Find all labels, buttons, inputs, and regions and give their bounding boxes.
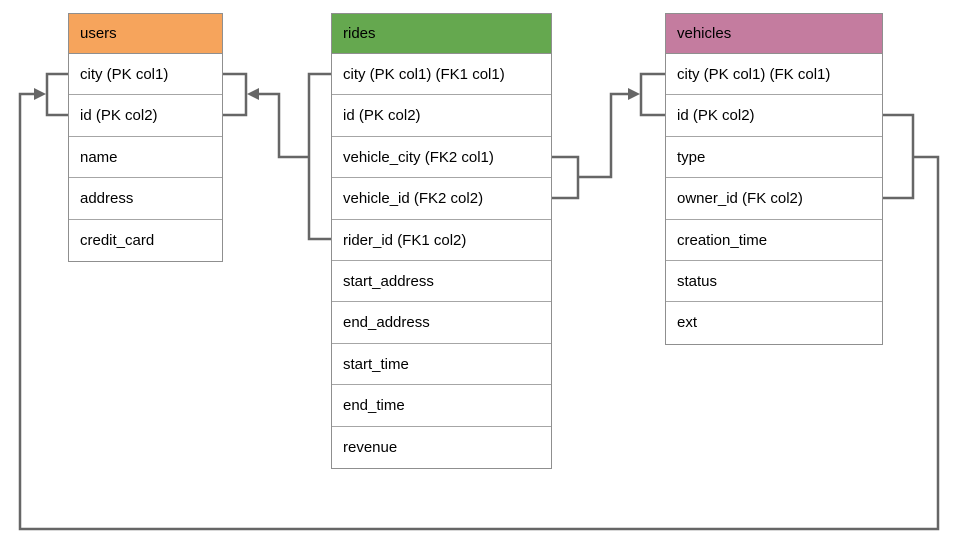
table-row: status — [666, 261, 882, 303]
table-row: name — [69, 137, 222, 179]
arrowhead-into-users-icon — [247, 88, 259, 100]
connector-vehicles-left-bracket — [639, 72, 665, 117]
table-row: end_time — [332, 385, 551, 427]
table-header-vehicles: vehicles — [666, 14, 882, 54]
connector-rides-to-users-lead — [259, 92, 309, 159]
table-row: id (PK col2) — [666, 95, 882, 137]
connector-users-right-bracket — [223, 72, 248, 117]
connector-rides-right-bracket — [552, 155, 580, 200]
connector-rides-to-vehicles-lead — [578, 92, 628, 179]
table-row: end_address — [332, 302, 551, 344]
table-row: revenue — [343, 438, 398, 456]
connector-users-left-bracket — [45, 72, 68, 117]
table-row: vehicle_city (FK2 col1) — [332, 137, 551, 179]
arrowhead-into-users-left-icon — [34, 88, 46, 100]
table-row: start_address — [332, 261, 551, 303]
table-row: city (PK col1) (FK1 col1) — [332, 54, 551, 96]
table-row: city (PK col1) — [69, 54, 222, 96]
arrowhead-into-vehicles-icon — [628, 88, 640, 100]
connector-vehicles-to-users-loop — [18, 92, 940, 531]
table-row: city (PK col1) (FK col1) — [666, 54, 882, 96]
connector-vehicles-right-bracket — [883, 113, 915, 200]
table-header-rides: rides — [332, 14, 551, 54]
table-row: address — [69, 178, 222, 220]
table-row: start_time — [332, 344, 551, 386]
entity-table-rides: rides city (PK col1) (FK1 col1) id (PK c… — [331, 13, 552, 469]
connector-rides-left-bracket — [307, 72, 331, 241]
table-row: type — [666, 137, 882, 179]
table-row: ext — [677, 314, 698, 332]
table-row: owner_id (FK col2) — [666, 178, 882, 220]
entity-table-users: users city (PK col1) id (PK col2) name a… — [68, 13, 223, 262]
table-row: id (PK col2) — [69, 95, 222, 137]
table-row: rider_id (FK1 col2) — [332, 220, 551, 261]
table-row: id (PK col2) — [332, 95, 551, 137]
table-row: vehicle_id (FK2 col2) — [332, 178, 551, 220]
table-row: creation_time — [666, 220, 882, 261]
table-header-users: users — [69, 14, 222, 54]
table-row: credit_card — [80, 231, 155, 249]
entity-table-vehicles: vehicles city (PK col1) (FK col1) id (PK… — [665, 13, 883, 345]
